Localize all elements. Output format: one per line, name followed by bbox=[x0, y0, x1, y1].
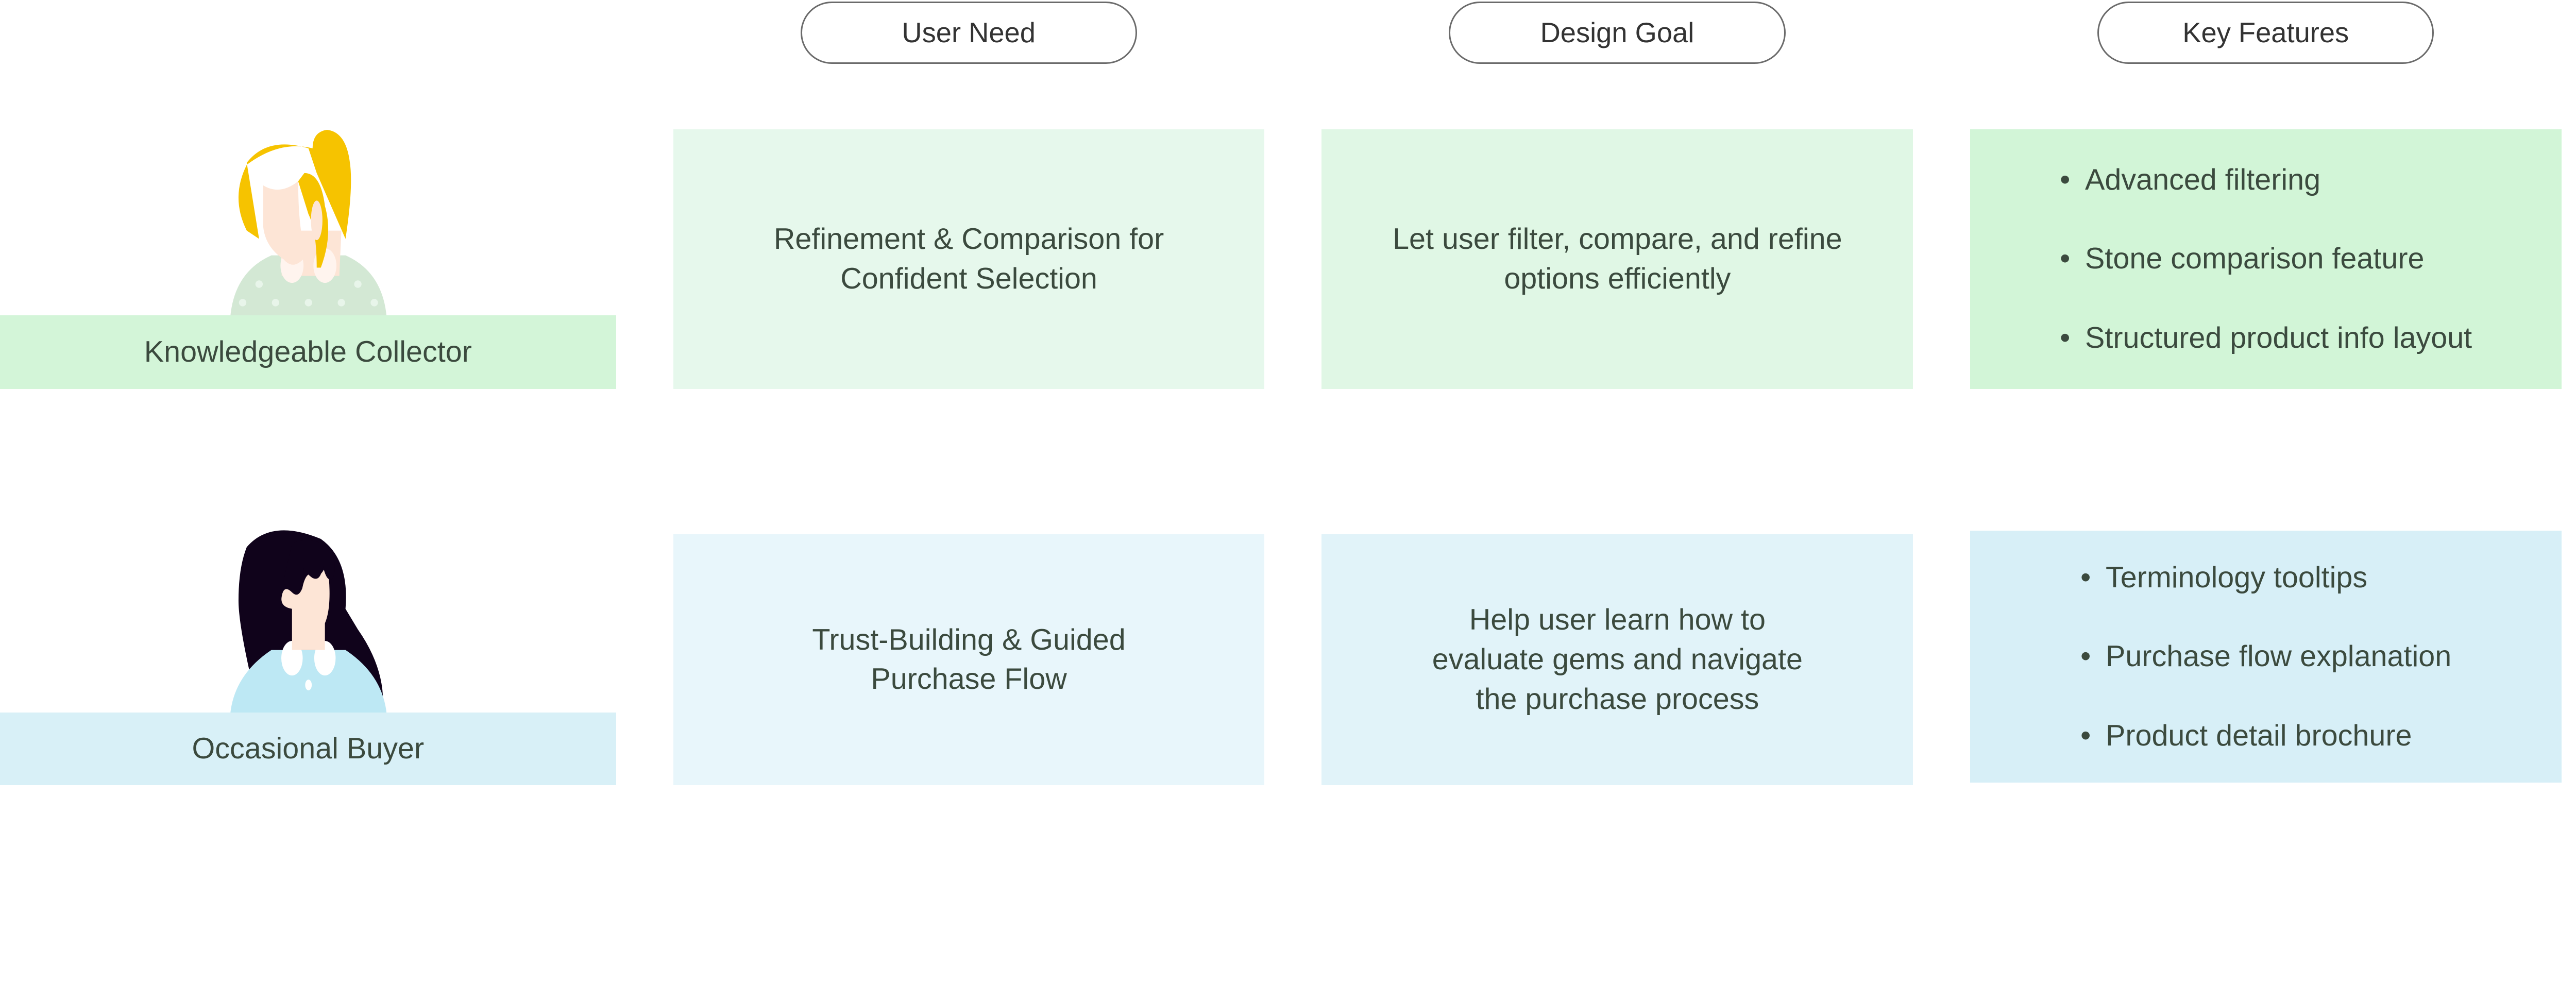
user-need-card: Trust-Building & Guided Purchase Flow bbox=[673, 534, 1265, 785]
blonde-woman-avatar-icon bbox=[230, 129, 387, 317]
user-need-card: Refinement & Comparison for Confident Se… bbox=[673, 129, 1265, 389]
feature-item: Purchase flow explanation bbox=[2080, 637, 2451, 676]
header-key-features: Key Features bbox=[2097, 2, 2434, 64]
feature-item: Product detail brochure bbox=[2080, 716, 2451, 756]
feature-item: Advanced filtering bbox=[2060, 160, 2472, 200]
key-features-list: Terminology tooltips Purchase flow expla… bbox=[2080, 518, 2451, 795]
feature-item: Stone comparison feature bbox=[2060, 239, 2472, 279]
header-design-goal: Design Goal bbox=[1449, 2, 1786, 64]
key-features-list: Advanced filtering Stone comparison feat… bbox=[2060, 121, 2472, 397]
feature-item: Terminology tooltips bbox=[2080, 558, 2451, 598]
key-features-card: Advanced filtering Stone comparison feat… bbox=[1970, 129, 2562, 389]
design-goal-card: Let user filter, compare, and refine opt… bbox=[1321, 129, 1913, 389]
dark-haired-woman-avatar-icon bbox=[230, 530, 387, 714]
feature-item: Structured product info layout bbox=[2060, 318, 2472, 358]
key-features-card: Terminology tooltips Purchase flow expla… bbox=[1970, 531, 2562, 783]
header-user-need: User Need bbox=[800, 2, 1137, 64]
persona-label-knowledgeable-collector: Knowledgeable Collector bbox=[0, 315, 616, 389]
design-goal-card: Help user learn how to evaluate gems and… bbox=[1321, 534, 1913, 785]
persona-label-occasional-buyer: Occasional Buyer bbox=[0, 712, 616, 785]
